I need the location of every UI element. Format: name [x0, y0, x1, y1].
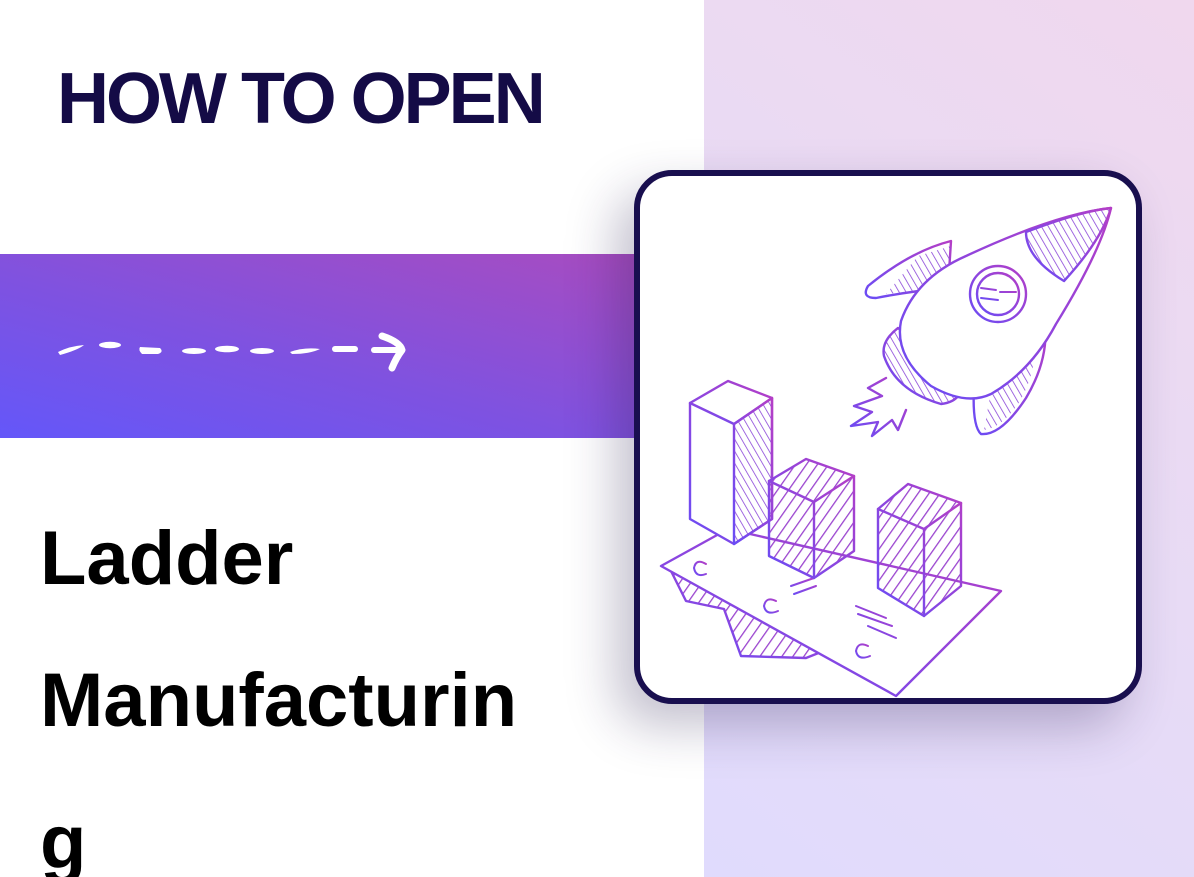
title-line-1: Ladder: [40, 516, 294, 601]
bar-chart-icon: [659, 379, 1003, 698]
page-title: Ladder Manufacturin g: [40, 488, 620, 877]
title-line-3: g: [40, 800, 87, 877]
illustration-card: [634, 170, 1142, 704]
rocket-and-bar-chart-illustration: [659, 206, 1113, 698]
rocket-icon: [849, 206, 1113, 438]
dashed-arrow-right-icon: [58, 332, 406, 372]
title-line-2: Manufacturin: [40, 658, 518, 743]
paper-sheet-icon: [659, 527, 1003, 698]
kicker-heading: HOW TO OPEN: [57, 59, 546, 139]
